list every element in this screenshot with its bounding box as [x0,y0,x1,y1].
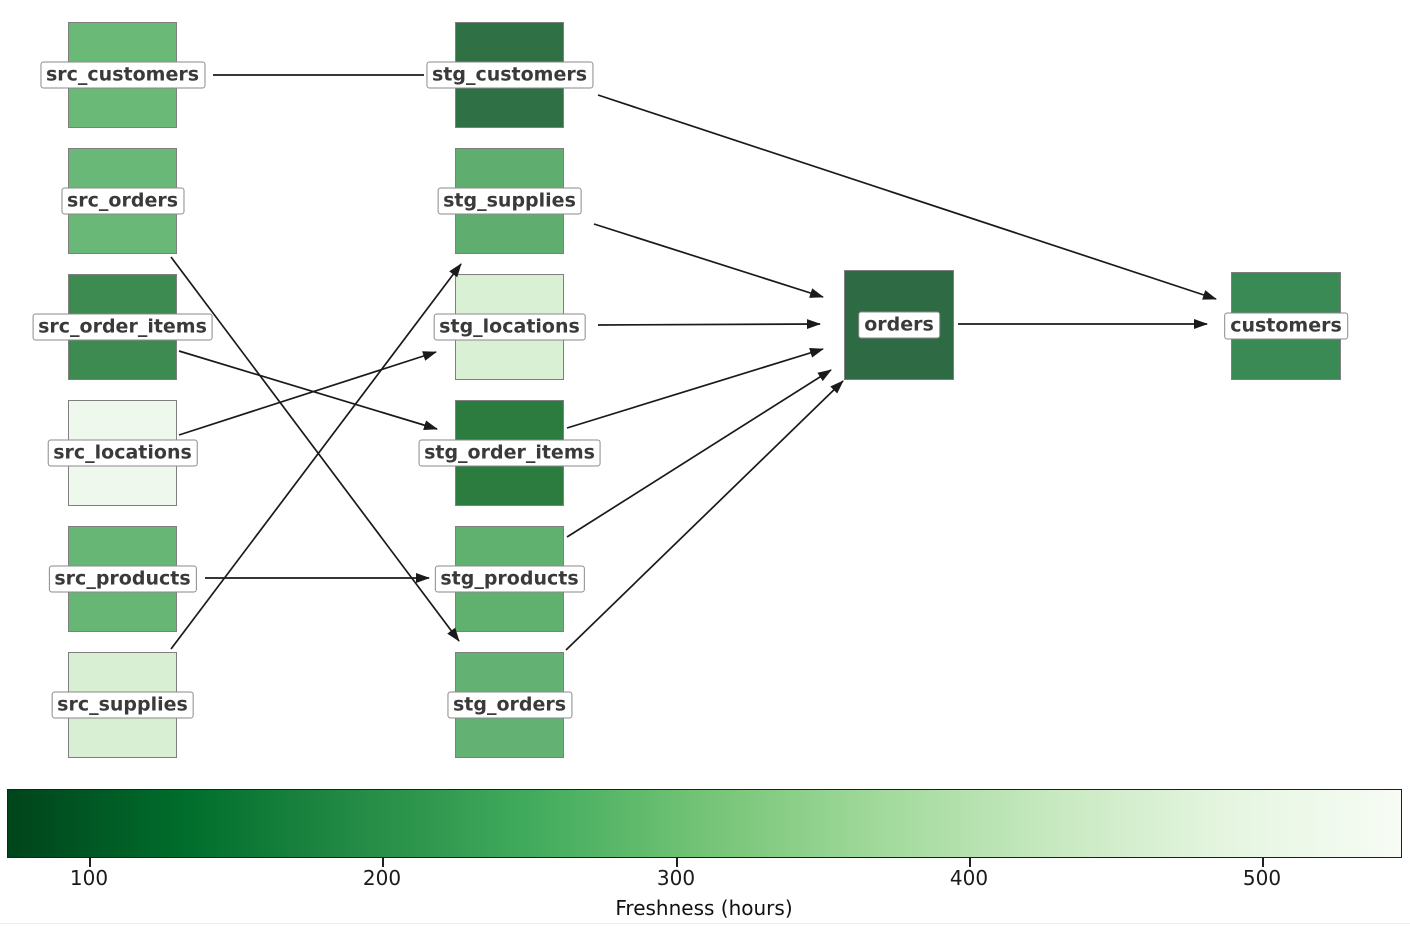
colorbar-tick-label-400: 400 [949,866,989,890]
node-label-stg_order_items: stg_order_items [418,439,601,467]
colorbar-tick-label-200: 200 [362,866,402,890]
freshness-colorbar [7,789,1402,858]
node-label-stg_supplies: stg_supplies [437,187,582,215]
colorbar-tick-label-100: 100 [69,866,109,890]
colorbar-axis-label: Freshness (hours) [615,896,793,920]
colorbar-tick-label-500: 500 [1242,866,1282,890]
node-label-customers: customers [1224,312,1348,340]
node-label-stg_customers: stg_customers [425,61,594,89]
node-label-orders: orders [858,311,940,339]
node-label-src_customers: src_customers [39,61,206,89]
node-label-src_order_items: src_order_items [32,313,213,341]
node-label-stg_products: stg_products [434,565,585,593]
colorbar-tick-mark-300 [676,858,678,867]
colorbar-tick-mark-100 [89,858,91,867]
node-label-stg_locations: stg_locations [433,313,586,341]
colorbar-tick-mark-500 [1262,858,1264,867]
colorbar-tick-mark-200 [382,858,384,867]
node-label-stg_orders: stg_orders [446,691,573,719]
node-label-src_supplies: src_supplies [51,691,194,719]
node-label-src_locations: src_locations [47,439,198,467]
node-label-src_orders: src_orders [60,187,185,215]
node-label-src_products: src_products [48,565,197,593]
figure-bottom-rule [0,923,1410,924]
colorbar-tick-mark-400 [969,858,971,867]
colorbar-tick-label-300: 300 [656,866,696,890]
